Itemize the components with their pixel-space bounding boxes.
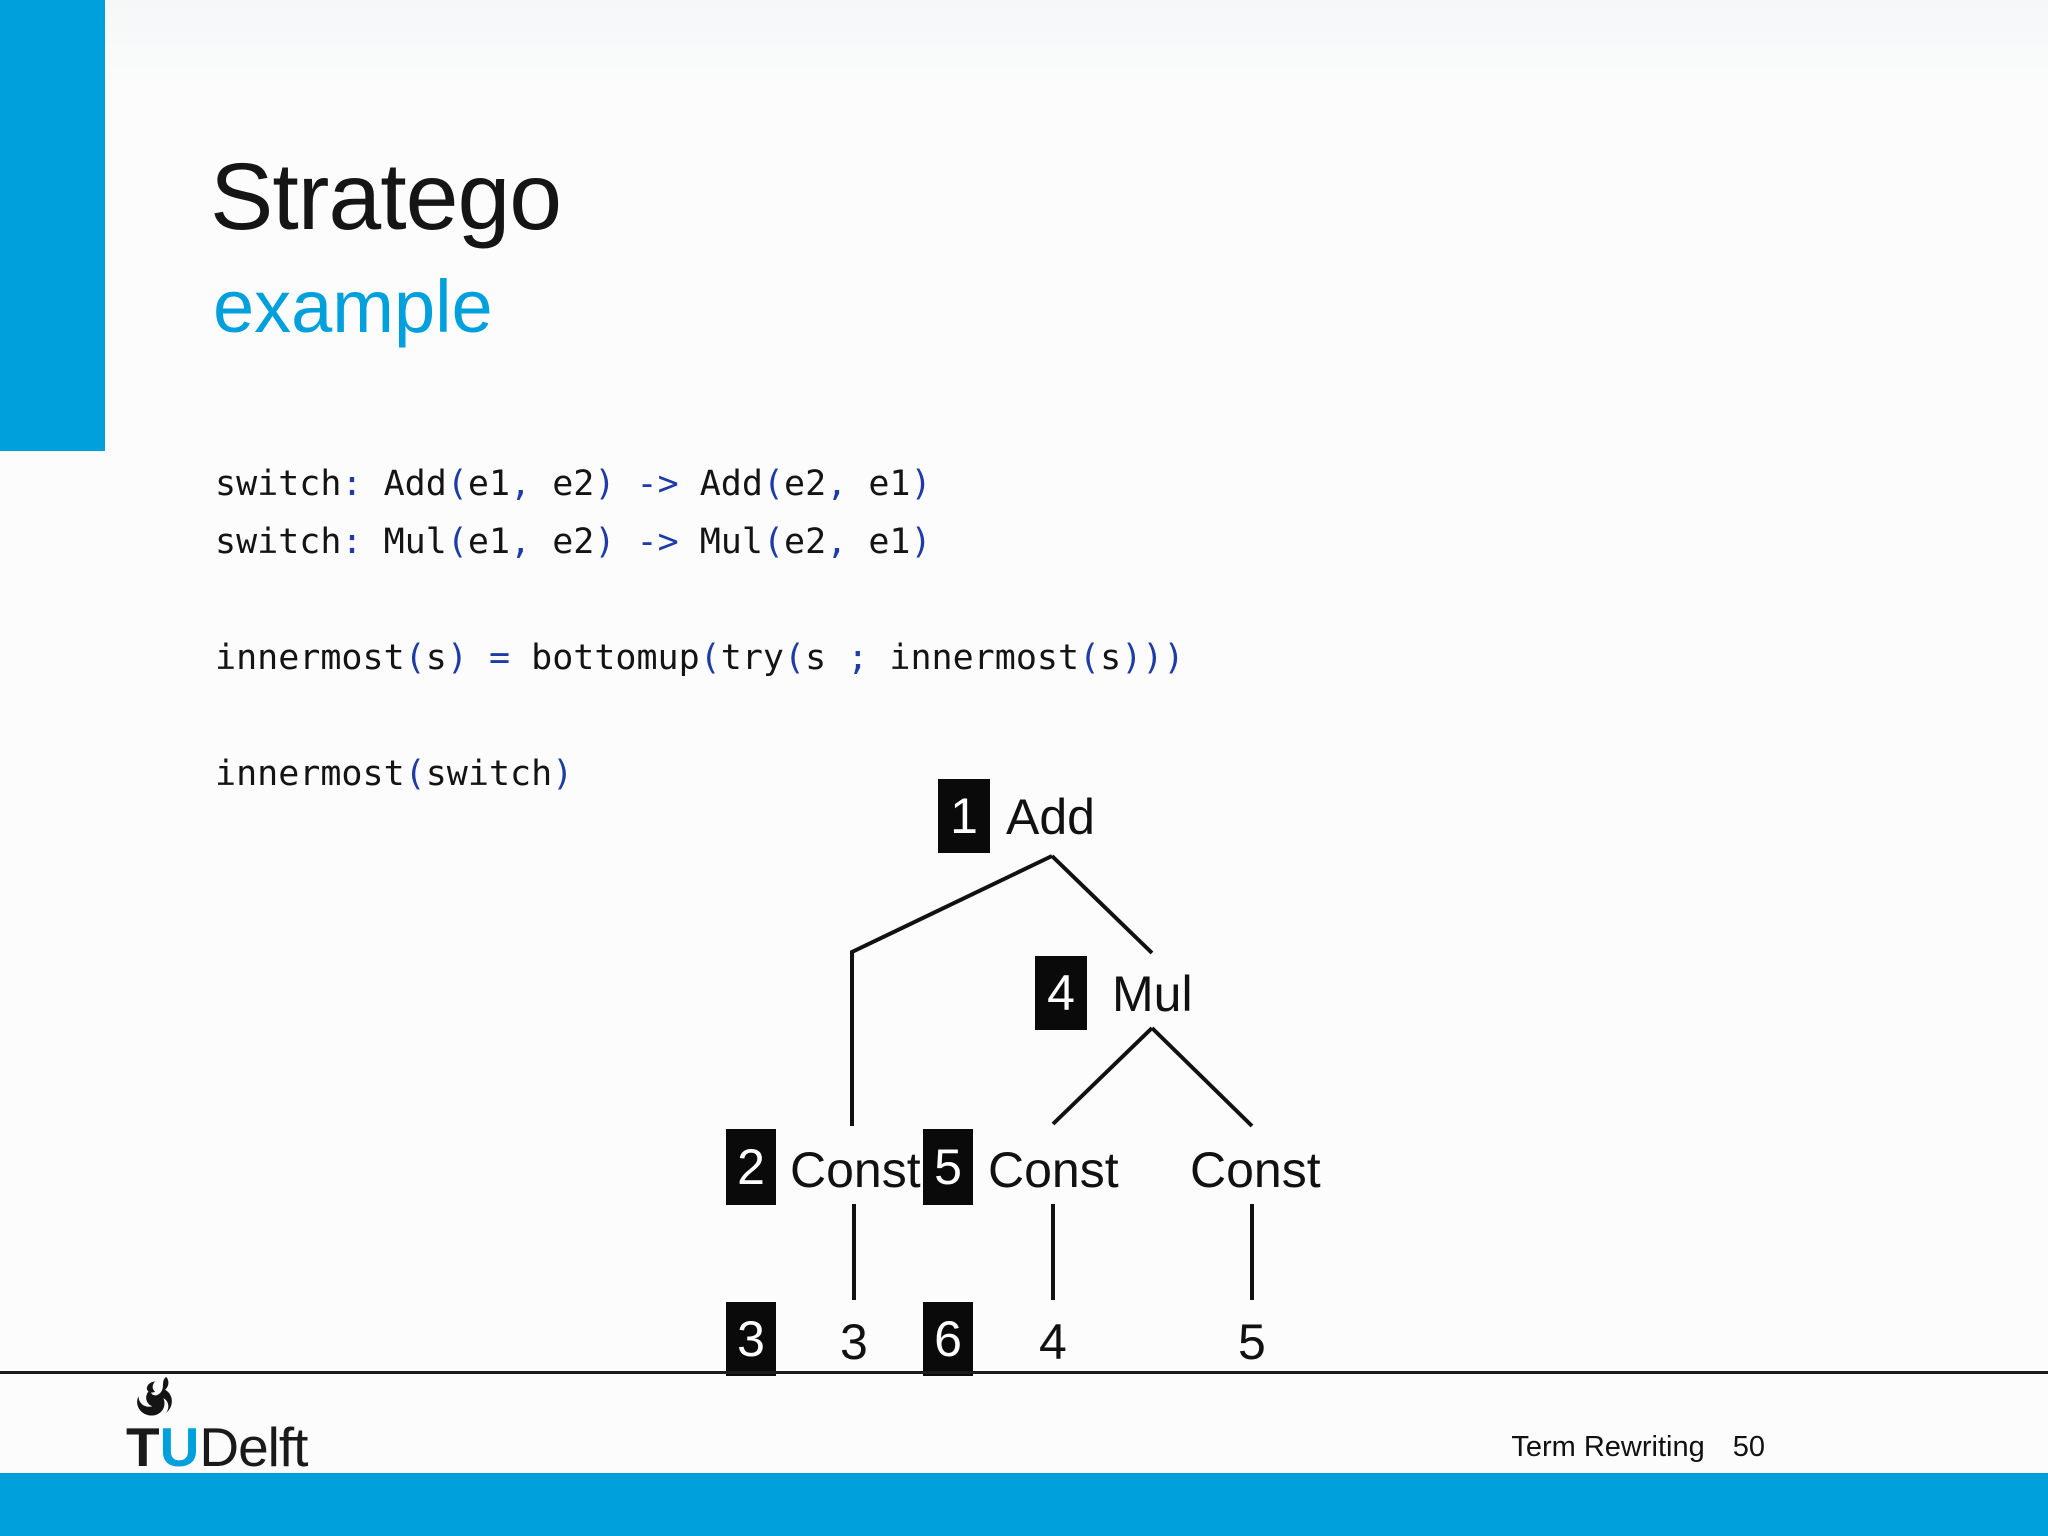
code-token: s bbox=[1100, 638, 1122, 678]
code-token: Mul bbox=[362, 522, 447, 562]
code-token-punct: ( bbox=[784, 638, 806, 678]
code-line: switch: Mul(e1, e2) -> Mul(e2, e1) bbox=[215, 513, 1184, 571]
code-token-punct: : bbox=[341, 522, 363, 562]
code-token-punct: ( bbox=[699, 638, 721, 678]
node-order-badge: 6 bbox=[923, 1302, 973, 1376]
code-token-punct: ) bbox=[594, 522, 616, 562]
code-token: try bbox=[720, 638, 784, 678]
code-token: switch bbox=[215, 464, 342, 504]
tree-edge bbox=[1050, 854, 1154, 955]
tree-node-label: Const bbox=[988, 1142, 1119, 1198]
code-token: innermost bbox=[215, 638, 405, 678]
logo-letter-t: T bbox=[126, 1416, 160, 1478]
code-token-punct: , bbox=[826, 522, 848, 562]
node-order-badge: 4 bbox=[1035, 956, 1087, 1030]
code-token: innermost bbox=[215, 754, 405, 794]
code-token-punct: ) bbox=[910, 522, 932, 562]
tree-node-label: 3 bbox=[840, 1314, 868, 1370]
code-token-punct: , bbox=[826, 464, 848, 504]
code-token: bottomup bbox=[510, 638, 700, 678]
code-token-punct: ) bbox=[910, 464, 932, 504]
code-token-punct: ( bbox=[404, 754, 426, 794]
node-order-badge: 3 bbox=[726, 1302, 776, 1376]
footer-meta: Term Rewriting 50 bbox=[1511, 1431, 1765, 1464]
code-token bbox=[615, 464, 636, 504]
logo-word-delft: Delft bbox=[199, 1416, 308, 1478]
code-token-punct: ))) bbox=[1121, 638, 1185, 678]
code-token-punct: -> bbox=[636, 522, 679, 562]
code-token-punct: = bbox=[488, 638, 511, 678]
footer-page-number: 50 bbox=[1732, 1431, 1765, 1463]
code-line: switch: Add(e1, e2) -> Add(e2, e1) bbox=[215, 455, 1184, 513]
tudelft-logo: TUDelft bbox=[126, 1376, 386, 1475]
code-token: e2 bbox=[531, 464, 595, 504]
node-order-badge: 5 bbox=[923, 1129, 973, 1205]
code-line: innermost(s) = bottomup(try(s ; innermos… bbox=[215, 629, 1184, 687]
tree-edge bbox=[1150, 1026, 1254, 1128]
logo-letter-u: U bbox=[159, 1416, 200, 1478]
code-token-punct: -> bbox=[636, 464, 679, 504]
code-token: e2 bbox=[784, 522, 827, 562]
code-token-punct: ) bbox=[594, 464, 616, 504]
code-token: s bbox=[805, 638, 848, 678]
slide-subtitle: example bbox=[213, 265, 493, 348]
code-line: innermost(switch) bbox=[215, 745, 1184, 803]
code-line bbox=[215, 687, 1184, 745]
code-token-punct: ( bbox=[762, 464, 785, 504]
tudelft-logo-text: TUDelft bbox=[126, 1420, 308, 1475]
code-token: Mul bbox=[678, 522, 763, 562]
tudelft-flame-icon bbox=[137, 1376, 172, 1416]
code-token-punct: ( bbox=[446, 464, 468, 504]
tree-node-label: Mul bbox=[1112, 966, 1193, 1022]
code-token-punct: : bbox=[341, 464, 363, 504]
node-order-badge: 2 bbox=[726, 1129, 776, 1205]
code-token: e1 bbox=[467, 464, 511, 504]
code-token-punct: ( bbox=[404, 638, 426, 678]
code-token: s bbox=[425, 638, 447, 678]
footer-divider bbox=[0, 1371, 2048, 1374]
code-token-punct: ( bbox=[1079, 638, 1101, 678]
code-token-punct: , bbox=[510, 464, 532, 504]
code-token-punct: ) bbox=[552, 754, 574, 794]
tree-node-label: 4 bbox=[1039, 1314, 1067, 1370]
code-token bbox=[615, 522, 636, 562]
code-token-punct: , bbox=[510, 522, 532, 562]
code-token: e1 bbox=[847, 522, 911, 562]
tree-node-label: 5 bbox=[1238, 1314, 1266, 1370]
tree-node-label: Const bbox=[790, 1142, 921, 1198]
code-token: innermost bbox=[868, 638, 1080, 678]
code-token: e1 bbox=[847, 464, 911, 504]
tree-edge bbox=[1051, 1026, 1154, 1126]
code-token: switch bbox=[215, 522, 342, 562]
code-token: e2 bbox=[784, 464, 827, 504]
footer-course-label: Term Rewriting bbox=[1511, 1431, 1705, 1463]
tree-edge bbox=[850, 854, 1053, 1126]
code-token-punct: ( bbox=[446, 522, 468, 562]
bottom-accent-bar bbox=[0, 1473, 2048, 1536]
code-token-punct: ( bbox=[762, 522, 785, 562]
slide-title: Stratego bbox=[210, 144, 562, 250]
code-token-punct: ) bbox=[446, 638, 468, 678]
code-token-punct: ; bbox=[847, 638, 869, 678]
code-token: e2 bbox=[531, 522, 595, 562]
code-token bbox=[468, 638, 489, 678]
code-line bbox=[215, 571, 1184, 629]
code-token: Add bbox=[362, 464, 447, 504]
code-block: switch: Add(e1, e2) -> Add(e2, e1)switch… bbox=[215, 455, 1184, 803]
tree-node-label: Const bbox=[1190, 1142, 1321, 1198]
code-token: e1 bbox=[467, 522, 511, 562]
code-token: Add bbox=[678, 464, 763, 504]
code-token: switch bbox=[425, 754, 553, 794]
left-accent-bar bbox=[0, 0, 105, 451]
